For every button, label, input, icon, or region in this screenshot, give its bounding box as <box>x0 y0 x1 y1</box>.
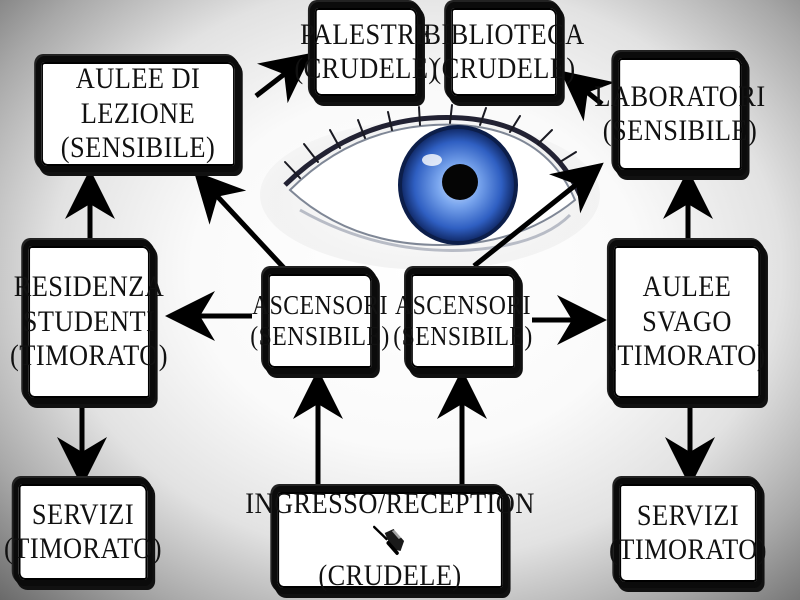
node-servizi-right: SERVIZI (TIMORATO) <box>609 478 767 588</box>
node-residenza-line3: (TIMORATO) <box>10 339 168 373</box>
node-aulee-svago: AULEE SVAGO (TIMORATO) <box>608 240 766 404</box>
node-servizi-left: SERVIZI (TIMORATO) <box>4 478 162 586</box>
node-ascensori-left-line1: ASCENSORI <box>252 289 388 320</box>
arrow-laboratori-to-biblioteca <box>560 70 615 122</box>
node-aulee-lezione-line1: AULEE DI LEZIONE <box>75 62 201 130</box>
node-palestre-line1: PALESTRE <box>300 17 432 51</box>
node-palestre-line2: (CRUDELE) <box>294 52 438 85</box>
node-aulee-lezione: AULEE DI LEZIONE (SENSIBILE) <box>35 56 241 172</box>
eye-photo <box>260 104 600 270</box>
node-ascensori-right-line1: ASCENSORI <box>395 289 531 320</box>
node-ingresso-line1: INGRESSO/RECEPTION <box>245 486 535 520</box>
node-biblioteca-line1: BIBLIOTECA <box>423 17 585 51</box>
node-ascensori-right-line2: (SENSIBILE) <box>393 321 533 351</box>
eyelashes <box>284 104 577 179</box>
node-ingresso-line2-wrap: (CRUDELE) <box>245 521 535 593</box>
arrow-ascensori-right-to-laboratori <box>472 162 604 268</box>
node-aulee-lezione-line2: (SENSIBILE) <box>60 131 216 165</box>
node-ascensori-right: ASCENSORI (SENSIBILE) <box>393 268 532 374</box>
node-residenza: RESIDENZA STUDENTI (TIMORATO) <box>10 240 168 404</box>
node-servizi-right-line2: (TIMORATO) <box>609 533 767 566</box>
node-servizi-right-line1: SERVIZI <box>636 498 740 532</box>
arrow-aulee-lezione-to-palestre <box>254 52 312 104</box>
node-ingresso: INGRESSO/RECEPTION (CRUDELE) <box>245 486 534 594</box>
eye-highlight <box>422 154 442 166</box>
node-laboratori-line2: (SENSIBILE) <box>602 114 758 147</box>
lower-lid <box>299 208 572 252</box>
node-servizi-left-line2: (TIMORATO) <box>4 532 162 565</box>
pushpin-icon <box>373 525 405 555</box>
node-biblioteca-line2: (CRUDELE) <box>432 52 576 85</box>
node-ascensori-left-line2: (SENSIBILE) <box>250 321 390 351</box>
node-laboratori: LABORATORI (SENSIBILE) <box>594 52 765 176</box>
node-residenza-line1: RESIDENZA <box>13 270 165 304</box>
node-aulee-svago-line3: (TIMORATO) <box>608 339 766 373</box>
node-laboratori-line1: LABORATORI <box>594 79 766 113</box>
node-ingresso-line2: (CRUDELE) <box>318 558 462 592</box>
node-aulee-svago-line1: AULEE <box>642 270 732 304</box>
node-biblioteca: BIBLIOTECA (CRUDELE) <box>423 2 584 102</box>
pupil <box>442 164 478 200</box>
node-aulee-svago-line2: SVAGO <box>642 304 732 338</box>
node-residenza-line2: STUDENTI <box>22 304 156 338</box>
node-palestre: PALESTRE (CRUDELE) <box>294 2 437 102</box>
node-servizi-left-line1: SERVIZI <box>31 497 135 531</box>
eyelid-line <box>283 115 583 197</box>
edges <box>57 52 715 488</box>
node-ascensori-left: ASCENSORI (SENSIBILE) <box>250 268 389 374</box>
iris-rim <box>398 125 518 245</box>
arrow-ascensori-left-to-aulee-lezione <box>193 171 286 270</box>
